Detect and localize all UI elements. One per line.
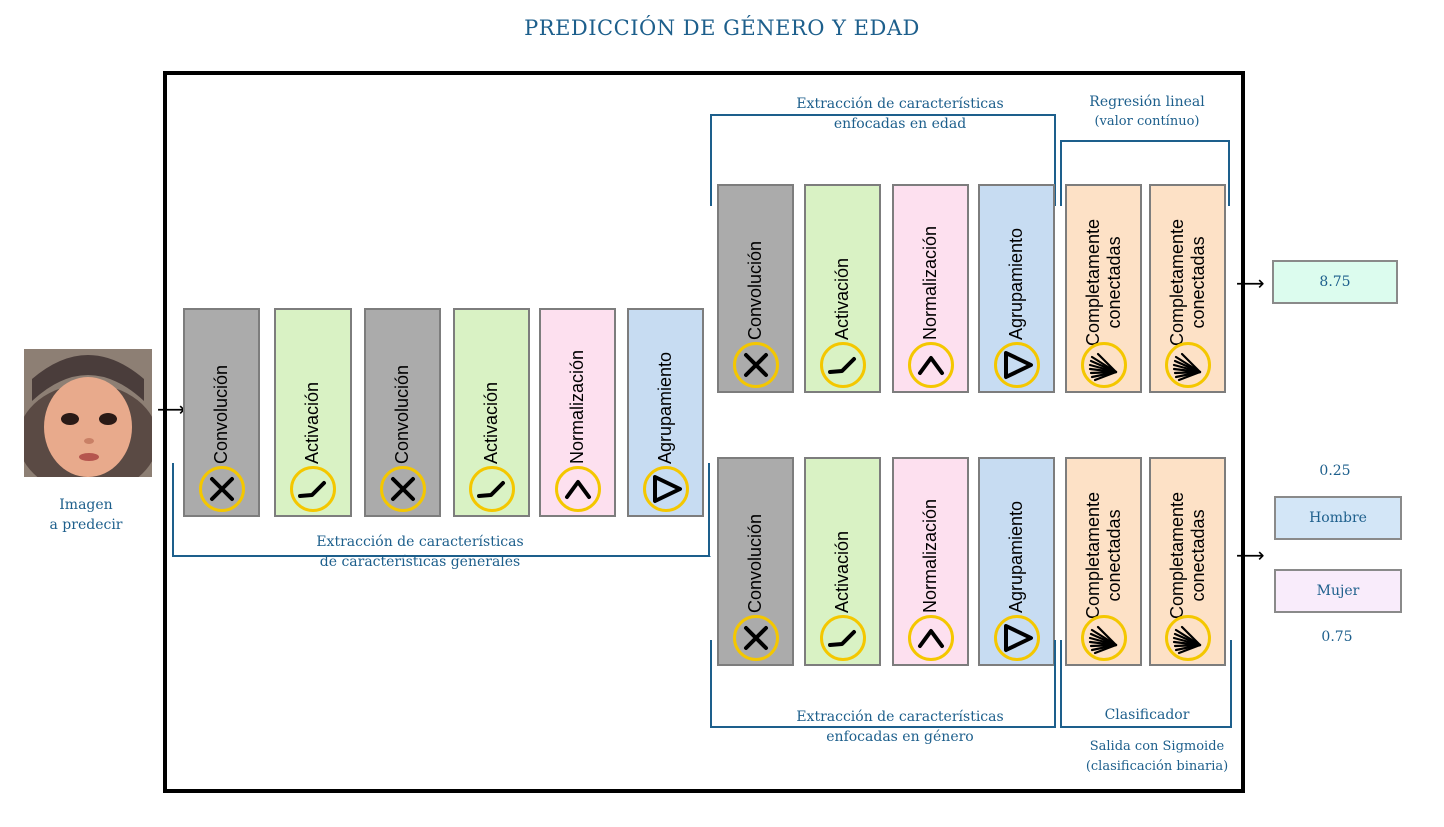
- network-frame: [163, 71, 1245, 793]
- normalization-block: Normalización: [892, 184, 969, 393]
- gender-head-caption: Clasificador: [1104, 707, 1190, 723]
- activation-icon: [819, 615, 866, 661]
- block-label-line1: Completamente: [1166, 491, 1187, 619]
- input-label: Imagen a predecir: [24, 495, 148, 535]
- sigmoid-note-line1: Salida con Sigmoide: [1089, 739, 1225, 754]
- block-label-line1: Completamente: [1082, 491, 1103, 619]
- pooling-block: Agrupamiento: [978, 457, 1055, 666]
- age-output-arrow: ⟶: [1236, 271, 1265, 295]
- pooling-icon: [642, 466, 689, 512]
- input-label-line1: Imagen: [59, 497, 113, 513]
- convolution-icon: [198, 466, 245, 512]
- block-label: Convolución: [391, 364, 412, 464]
- fully-connected-icon: [1164, 615, 1211, 661]
- normalization-icon: [907, 342, 954, 388]
- convolution-icon: [732, 615, 779, 661]
- general-bracket-right: [708, 463, 710, 557]
- activation-block: Activación: [274, 308, 352, 517]
- mujer-output-box: Mujer: [1274, 569, 1402, 613]
- gender-caption: Extracción de características enfocadas …: [750, 707, 1050, 747]
- activation-icon: [290, 466, 336, 512]
- hombre-score: 0.25: [1319, 463, 1351, 479]
- convolution-icon: [379, 466, 426, 512]
- gender-output-arrow: ⟶: [1236, 543, 1265, 567]
- block-label: Activación: [831, 530, 852, 613]
- block-label: Agrupamiento: [654, 351, 675, 464]
- pooling-icon: [993, 615, 1040, 661]
- general-caption-line1: Extracción de características: [316, 534, 524, 550]
- convolution-block: Convolución: [717, 457, 794, 666]
- block-label-line1: Completamente: [1166, 218, 1187, 346]
- block-label: Convolución: [210, 364, 231, 464]
- general-caption: Extracción de características de caracte…: [250, 532, 590, 572]
- block-label: Agrupamiento: [1005, 227, 1026, 340]
- block-label: Normalización: [566, 349, 587, 464]
- fully-connected-icon: [1164, 342, 1211, 388]
- block-label: Activación: [302, 381, 322, 464]
- normalization-block: Normalización: [892, 457, 969, 666]
- hombre-output-box: Hombre: [1274, 496, 1402, 540]
- activation-block: Activación: [804, 457, 881, 666]
- age-caption-line2: enfocadas en edad: [833, 116, 967, 132]
- convolution-icon: [732, 342, 779, 388]
- activation-icon: [819, 342, 866, 388]
- gender-caption-line2: enfocadas en género: [826, 729, 974, 745]
- age-head-bracket: [1060, 140, 1230, 206]
- sigmoid-note-line2: (clasificación binaria): [1085, 759, 1229, 774]
- block-label: Normalización: [919, 225, 940, 340]
- page-title: PREDICCIÓN DE GÉNERO Y EDAD: [524, 16, 920, 40]
- pooling-icon: [993, 342, 1040, 388]
- age-head-caption-line1: Regresión lineal: [1089, 94, 1205, 110]
- age-caption-line1: Extracción de características: [796, 96, 1004, 112]
- general-bracket: [172, 463, 711, 557]
- convolution-block: Convolución: [364, 308, 441, 517]
- pooling-block: Agrupamiento: [978, 184, 1055, 393]
- gender-head-bracket: [1060, 640, 1232, 728]
- block-label: Agrupamiento: [1005, 500, 1026, 613]
- activation-icon: [468, 466, 515, 512]
- input-arrow: ⟶: [157, 397, 186, 421]
- fully-connected-icon: [1080, 342, 1127, 388]
- age-head-caption: Regresión lineal (valor contínuo): [1062, 92, 1232, 132]
- block-label: Activación: [480, 381, 501, 464]
- fully-connected-icon: [1080, 615, 1127, 661]
- convolution-block: Convolución: [717, 184, 794, 393]
- normalization-icon: [907, 615, 954, 661]
- normalization-icon: [554, 466, 601, 512]
- input-face-photo: [24, 349, 152, 477]
- activation-block: Activación: [453, 308, 530, 517]
- sigmoid-note: Salida con Sigmoide (clasificación binar…: [1062, 737, 1252, 777]
- mujer-score: 0.75: [1321, 629, 1353, 645]
- convolution-block: Convolución: [183, 308, 260, 517]
- age-output-box: 8.75: [1272, 260, 1398, 304]
- block-label: Activación: [831, 257, 852, 340]
- age-head-caption-line2: (valor contínuo): [1094, 114, 1200, 129]
- block-label-line2: conectadas: [1187, 236, 1208, 329]
- input-label-line2: a predecir: [49, 517, 123, 533]
- block-label-line2: conectadas: [1103, 236, 1124, 329]
- block-label: Convolución: [744, 513, 765, 613]
- block-label-line2: conectadas: [1103, 509, 1124, 602]
- gender-caption-line1: Extracción de características: [796, 709, 1004, 725]
- normalization-block: Normalización: [539, 308, 616, 517]
- activation-block: Activación: [804, 184, 881, 393]
- general-caption-line2: de características generales: [319, 554, 521, 570]
- block-label-line2: conectadas: [1187, 509, 1208, 602]
- block-label: Normalización: [919, 498, 940, 613]
- age-caption: Extracción de características enfocadas …: [750, 94, 1050, 134]
- gender-bracket: [710, 640, 1056, 728]
- block-label-line1: Completamente: [1082, 218, 1103, 346]
- pooling-block: Agrupamiento: [627, 308, 704, 517]
- age-bracket: [710, 114, 1056, 206]
- block-label: Convolución: [744, 240, 765, 340]
